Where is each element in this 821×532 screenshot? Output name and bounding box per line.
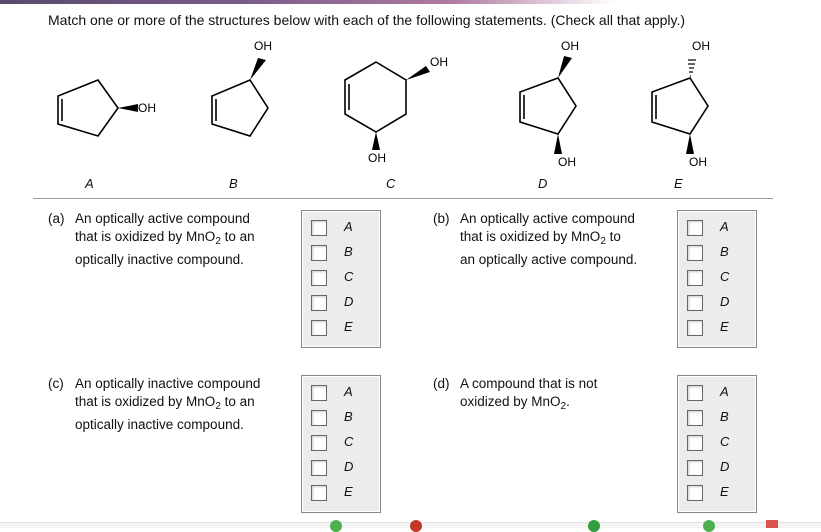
checkbox[interactable] [311,485,327,501]
flag-icon[interactable] [766,520,778,528]
checkbox[interactable] [311,410,327,426]
svg-text:OH: OH [692,39,710,53]
option-b-B[interactable]: B [678,241,756,266]
answer-box-a: A B C D E [301,210,381,348]
option-c-D[interactable]: D [302,456,380,481]
checkbox[interactable] [687,295,703,311]
option-d-C[interactable]: C [678,431,756,456]
option-d-E[interactable]: E [678,481,756,506]
option-b-C[interactable]: C [678,266,756,291]
checkbox[interactable] [687,460,703,476]
option-c-B[interactable]: B [302,406,380,431]
svg-text:OH: OH [558,155,576,169]
checkbox[interactable] [687,485,703,501]
option-a-A[interactable]: A [302,216,380,241]
checkbox[interactable] [311,320,327,336]
hashed-wedge [688,59,696,77]
answer-box-b: A B C D E [677,210,757,348]
structure-label-b: B [229,176,238,191]
svg-text:OH: OH [561,39,579,53]
option-a-C[interactable]: C [302,266,380,291]
svg-text:OH: OH [368,151,386,165]
checkbox[interactable] [311,220,327,236]
checkbox[interactable] [687,385,703,401]
status-dot-icon [588,520,600,532]
option-c-E[interactable]: E [302,481,380,506]
checkbox[interactable] [311,245,327,261]
svg-text:OH: OH [138,101,156,115]
checkbox[interactable] [687,270,703,286]
structure-d [519,77,577,135]
status-dot-icon [410,520,422,532]
divider [33,198,773,199]
checkbox[interactable] [687,220,703,236]
checkbox[interactable] [311,435,327,451]
svg-text:OH: OH [689,155,707,169]
option-d-D[interactable]: D [678,456,756,481]
option-b-D[interactable]: D [678,291,756,316]
structure-label-a: A [85,176,94,191]
structure-a [57,79,119,137]
checkbox[interactable] [687,435,703,451]
option-b-A[interactable]: A [678,216,756,241]
answer-box-d: A B C D E [677,375,757,513]
checkbox[interactable] [687,320,703,336]
structure-e [651,77,709,135]
option-a-D[interactable]: D [302,291,380,316]
checkbox[interactable] [311,385,327,401]
option-a-E[interactable]: E [302,316,380,341]
checkbox[interactable] [311,270,327,286]
structure-label-c: C [386,176,396,191]
option-c-C[interactable]: C [302,431,380,456]
status-dot-icon [330,520,342,532]
structure-label-d: D [538,176,548,191]
svg-text:OH: OH [254,39,272,53]
checkbox[interactable] [311,295,327,311]
option-d-A[interactable]: A [678,381,756,406]
top-banner [0,0,821,4]
checkbox[interactable] [687,245,703,261]
option-c-A[interactable]: A [302,381,380,406]
status-dot-icon [703,520,715,532]
question-prompt: Match one or more of the structures belo… [48,12,686,28]
checkbox[interactable] [311,460,327,476]
option-b-E[interactable]: E [678,316,756,341]
checkbox[interactable] [687,410,703,426]
svg-text:OH: OH [430,55,448,69]
structure-c [344,61,407,133]
option-a-B[interactable]: B [302,241,380,266]
structure-label-e: E [674,176,683,191]
structure-b [211,79,269,137]
answer-box-c: A B C D E [301,375,381,513]
option-d-B[interactable]: B [678,406,756,431]
structures-figure: OH OH OH OH OH OH OH OH [57,39,710,169]
